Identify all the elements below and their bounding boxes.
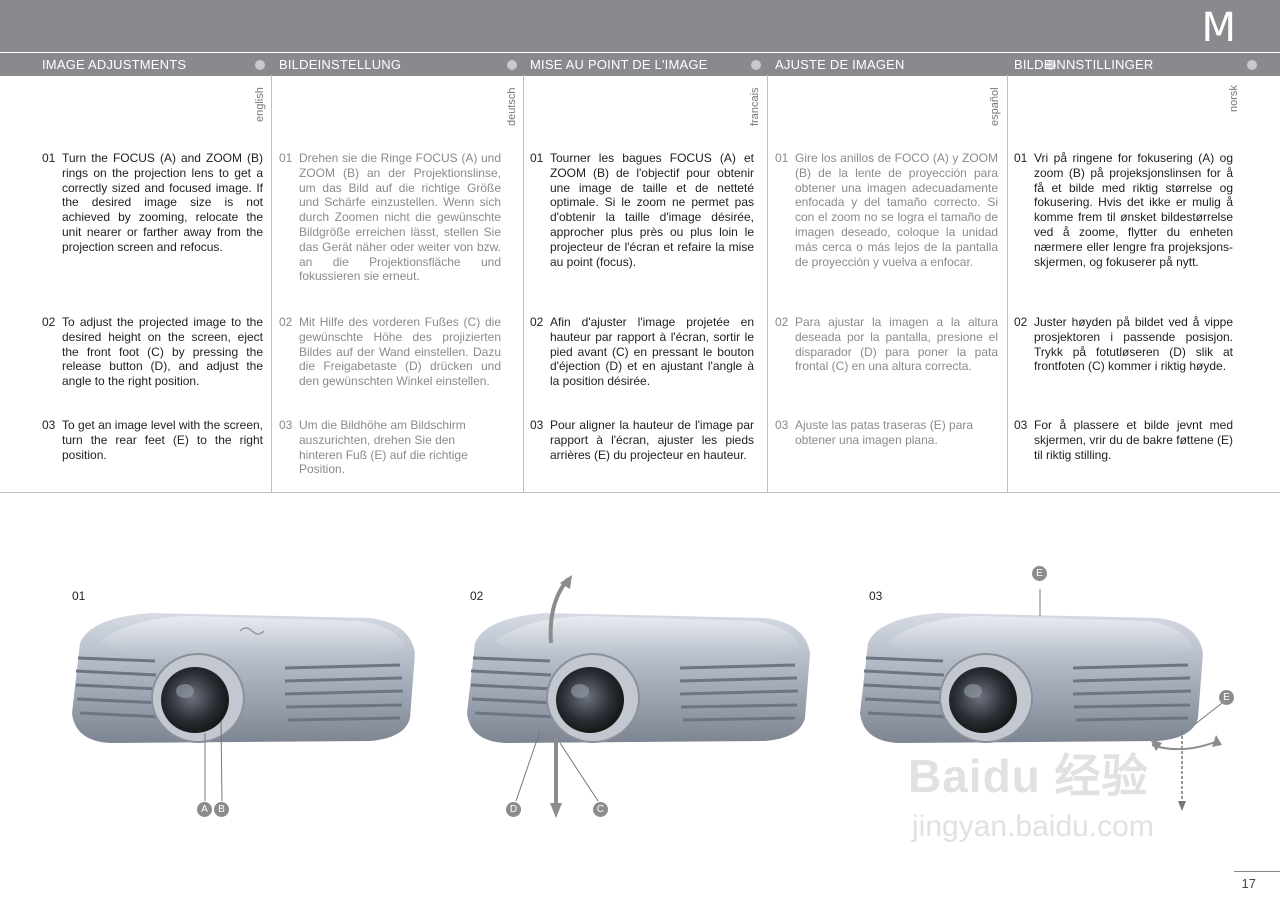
paragraph-number: 02 — [279, 315, 293, 329]
paragraph-number: 03 — [530, 418, 544, 432]
column-header-english: IMAGE ADJUSTMENTS — [42, 53, 270, 76]
paragraph-text: Gire los anillos de FOCO (A) y ZOOM (B) … — [795, 151, 998, 269]
page-number: 17 — [1241, 876, 1256, 891]
projector-figure-03 — [860, 613, 1203, 743]
header-text: MISE AU POINT DE L'IMAGE — [530, 57, 708, 72]
paragraph-text: Mit Hilfe des vorderen Fußes (C) die gew… — [299, 315, 501, 389]
top-band: M — [0, 0, 1280, 52]
figure-label-02: 02 — [470, 589, 484, 603]
paragraph-number: 03 — [279, 418, 293, 432]
column-divider — [271, 75, 272, 493]
paragraph-number: 01 — [42, 151, 56, 165]
paragraph-number: 01 — [1014, 151, 1028, 165]
column-header-bar: IMAGE ADJUSTMENTS BILDEINSTELLUNG MISE A… — [0, 52, 1280, 76]
column-header-espanol: AJUSTE DE IMAGEN — [775, 53, 1059, 76]
callout-a: A — [197, 802, 212, 817]
callout-d: D — [506, 802, 521, 817]
header-text: AJUSTE DE IMAGEN — [775, 57, 905, 72]
bullet-dot-icon — [255, 60, 265, 70]
page-number-rule — [1234, 871, 1280, 872]
paragraph-number: 02 — [775, 315, 789, 329]
projector-figure-02 — [467, 613, 810, 743]
paragraph-number: 01 — [775, 151, 789, 165]
paragraph-number: 03 — [42, 418, 56, 432]
paragraph-number: 01 — [279, 151, 293, 165]
bullet-dot-icon — [507, 60, 517, 70]
column-header-norsk: BILDEINNSTILLINGER — [1014, 53, 1274, 76]
bullet-dot-icon — [751, 60, 761, 70]
language-tag-english: english — [254, 87, 266, 122]
paragraph-text: Um die Bildhöhe am Bildschirm auszuricht… — [299, 418, 468, 477]
figure-label-03: 03 — [869, 589, 883, 603]
paragraph-number: 02 — [42, 315, 56, 329]
paragraph-text: Afin d'ajuster l'image projetée en haute… — [550, 315, 754, 389]
paragraph-number: 03 — [1014, 418, 1028, 432]
section-divider — [0, 492, 1280, 493]
header-text: BILDEINNSTILLINGER — [1014, 57, 1154, 72]
paragraph-number: 02 — [1014, 315, 1028, 329]
callout-b: B — [214, 802, 229, 817]
callout-c: C — [593, 802, 608, 817]
paragraph-text: Juster høyden på bildet ved å vippe pros… — [1034, 315, 1233, 374]
paragraph-text: To adjust the projected image to the des… — [62, 315, 263, 389]
section-letter: M — [1201, 5, 1236, 51]
paragraph-text: Tourner les bagues FOCUS (A) et ZOOM (B)… — [550, 151, 754, 269]
paragraph-number: 02 — [530, 315, 544, 329]
column-divider — [767, 75, 768, 493]
language-tag-espanol: español — [989, 87, 1001, 126]
callout-e-top: E — [1032, 566, 1047, 581]
column-divider — [1007, 75, 1008, 493]
bullet-dot-icon — [1046, 60, 1056, 70]
column-header-francais: MISE AU POINT DE L'IMAGE — [530, 53, 766, 76]
projector-figure-01 — [72, 613, 415, 743]
column-header-deutsch: BILDEINSTELLUNG — [279, 53, 520, 76]
watermark-logo: Baidu 经验 — [908, 750, 1149, 802]
paragraph-text: Drehen sie die Ringe FOCUS (A) und ZOOM … — [299, 151, 501, 284]
paragraph-text: Para ajustar la imagen a la altura desea… — [795, 315, 998, 374]
paragraph-number: 01 — [530, 151, 544, 165]
language-tag-deutsch: deutsch — [506, 87, 518, 126]
callout-e-side: E — [1219, 690, 1234, 705]
paragraph-text: For å plassere et bilde jevnt med skjerm… — [1034, 418, 1233, 462]
watermark-url: jingyan.baidu.com — [912, 810, 1154, 843]
paragraph-text: Pour aligner la hauteur de l'image par r… — [550, 418, 754, 462]
figure-label-01: 01 — [72, 589, 86, 603]
bullet-dot-icon — [1247, 60, 1257, 70]
paragraph-text: Vri på ringene for fokusering (A) og zoo… — [1034, 151, 1233, 269]
paragraph-text: Turn the FOCUS (A) and ZOOM (B) rings on… — [62, 151, 263, 254]
projector-illustrations — [72, 575, 1223, 818]
column-divider — [523, 75, 524, 493]
paragraph-number: 03 — [775, 418, 789, 432]
header-text: BILDEINSTELLUNG — [279, 57, 402, 72]
language-tag-norsk: norsk — [1228, 85, 1240, 112]
language-tag-francais: francais — [749, 87, 761, 126]
paragraph-text: Ajuste las patas traseras (E) para obten… — [795, 418, 974, 447]
header-text: IMAGE ADJUSTMENTS — [42, 57, 187, 72]
paragraph-text: To get an image level with the screen, t… — [62, 418, 263, 462]
